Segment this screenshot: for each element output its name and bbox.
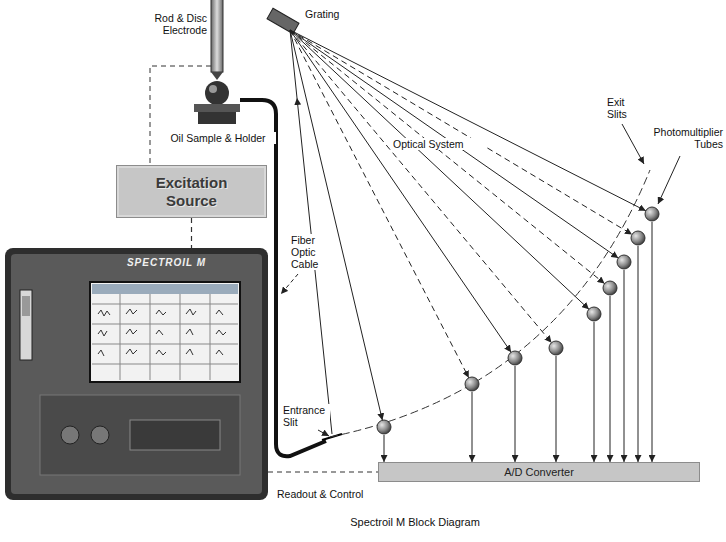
monitor-bezel [11,254,262,494]
dashed-connector [191,218,192,248]
signal-line [652,222,653,462]
screen-header [92,284,238,294]
section-label: Optical System [392,138,484,150]
focal-curve [330,170,650,437]
tube [603,281,617,295]
part-label: Readout & Control [276,488,388,500]
part-label: Grating [304,8,356,20]
ray [290,30,624,262]
tube [465,377,479,391]
sample-holder-base [198,112,236,124]
diagram-caption: Spectroil M Block Diagram [300,516,530,528]
tube [645,207,659,221]
monitor-frame [5,248,268,500]
signal-line [515,366,516,462]
tube [631,231,645,245]
rod-tip [211,72,223,80]
tube [377,420,391,434]
readout-monitor: SPECTROIL M [5,248,268,500]
sample-holder [194,104,240,112]
node-text: Excitation Source [144,174,240,209]
screen-readings [98,309,226,356]
screen-grid [92,294,238,380]
dispersed-rays [290,30,652,427]
ray [290,30,515,358]
disk-slot [20,290,32,360]
monitor-illustration [5,248,268,500]
grid-line [120,294,121,380]
ray [290,30,610,288]
reading-marks [98,349,223,356]
ray [290,30,594,314]
node-text: SPECTROIL M [127,257,206,269]
control-panel [40,395,240,475]
signal-line [472,392,473,462]
grid-line [92,364,238,365]
signal-line [638,246,639,462]
rod-electrode [211,0,223,72]
grid-line [210,294,211,380]
grating-element [267,8,299,33]
dashed-connector [268,471,378,472]
part-label: Entrance Slit [282,404,330,428]
signal-line [624,270,625,462]
signal-line [610,296,611,462]
leader-line [318,430,329,436]
part-label: Oil Sample & Holder [160,132,276,144]
part-label: Rod & Disc Electrode [138,12,208,36]
signal-line [556,356,557,462]
disk-slot-part [22,296,30,316]
control-knob [91,426,109,444]
excitation-box: Excitation Source [116,165,267,218]
grid-line [92,324,238,325]
control-keypad [130,420,220,450]
photomultiplier-tubes [377,207,659,434]
ray [290,30,638,238]
ray [290,30,556,348]
tube [508,351,522,365]
part-label: Exit Slits [606,96,638,120]
signal-lines [384,222,652,462]
disc-electrode [205,81,229,105]
screen [90,282,240,382]
leader-line [281,274,298,294]
leader-line [622,124,644,164]
node-text: A/D Converter [504,466,574,478]
disc-highlight [209,85,217,93]
tube [549,341,563,355]
tube [587,307,601,321]
incoming-ray [290,30,297,98]
leader-line [658,156,680,204]
part-label: Fiber Optic Cable [290,234,332,270]
signal-line [594,322,595,462]
reading-marks [98,329,226,336]
part-label: Photomultiplier Tubes [646,126,724,150]
control-knob [61,426,79,444]
ray [290,30,652,214]
grid-line [92,304,238,305]
electrode-wire [150,66,211,165]
reading-marks [98,309,223,316]
grid-line [180,294,181,380]
ray [290,30,472,384]
grid-line [150,294,151,380]
converter-bar: A/D Converter [378,462,700,482]
signal-line [384,435,385,462]
tube [617,255,631,269]
grid-line [92,344,238,345]
ray [290,30,384,427]
